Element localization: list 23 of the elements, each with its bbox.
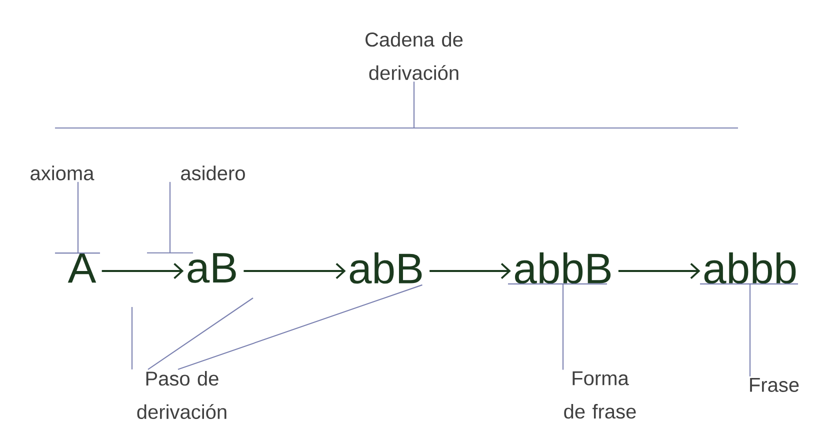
annotation-label: axioma [30,166,94,180]
annotation-label: Cadena de derivación [366,32,463,80]
arrow [618,262,700,280]
leader-line [413,82,415,128]
arrow [244,262,346,280]
symbol-string: abB [350,252,422,284]
symbol-string: abbB [515,252,611,284]
symbol-string: A [68,253,96,283]
leader-line [178,284,422,370]
annotation-label: asidero [181,166,245,180]
arrow [102,262,184,280]
annotation-label: Paso de derivación [137,371,226,419]
symbol-string: abbb [704,252,796,284]
leader-line [148,298,254,370]
leader-line [131,307,133,370]
leader-line [77,182,79,254]
leader-line [169,182,171,253]
leader-line [749,284,751,376]
leader-line [562,284,564,370]
symbol-string: aB [188,253,236,283]
annotation-label: Frase [750,378,799,392]
annotation-label: Forma de frase [564,371,636,419]
arrow [430,262,511,280]
